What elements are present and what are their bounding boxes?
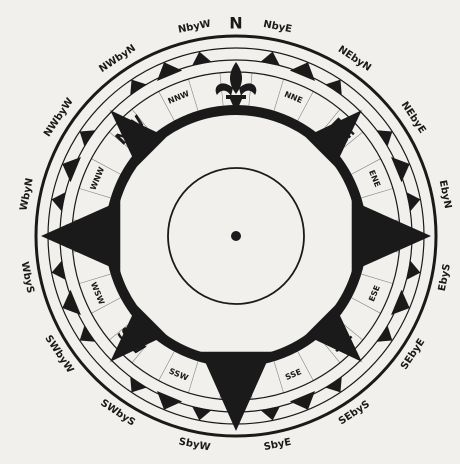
outer-label: WbyS (19, 261, 36, 294)
quarter-wind-point (192, 52, 211, 66)
outer-label: SbyW (178, 436, 211, 453)
quarter-wind-point (377, 325, 393, 341)
outer-label: SWbyW (42, 333, 75, 375)
quarter-wind-point (377, 130, 393, 146)
inner-ring-label: NNE (283, 90, 304, 106)
outer-label: NEbyN (336, 44, 373, 74)
quarter-wind-point (52, 192, 66, 211)
half-wind-point (391, 290, 410, 315)
quarter-wind-point (406, 192, 420, 211)
center-dot (231, 231, 241, 241)
half-wind-point (157, 391, 182, 410)
half-wind-point (62, 290, 81, 315)
quarter-wind-point (261, 406, 280, 420)
intercardinal-point (305, 110, 361, 166)
half-wind-point (290, 391, 315, 410)
outer-label: NWbyW (42, 96, 76, 139)
inner-ring-label: NNW (167, 89, 191, 106)
inner-ring-label: ESE (367, 284, 382, 303)
half-wind-point (290, 62, 315, 81)
quarter-wind-point (325, 80, 341, 96)
outer-label: NWbyN (97, 43, 138, 75)
quarter-wind-point (80, 130, 96, 146)
outer-label: NEbyE (399, 100, 428, 136)
quarter-wind-point (130, 377, 146, 393)
radial-line (361, 188, 393, 198)
quarter-wind-point (192, 406, 211, 420)
fleur-de-lis-icon (216, 62, 257, 108)
outer-label: SEbyS (337, 399, 372, 428)
quarter-wind-point (80, 325, 96, 341)
half-wind-point (391, 157, 410, 182)
outer-label: NbyE (262, 19, 293, 35)
quarter-wind-point (261, 52, 280, 66)
outer-label: N (229, 14, 242, 33)
radial-line (274, 79, 284, 111)
inner-ring-label: WNW (89, 165, 107, 191)
outer-label: EbyS (437, 263, 453, 292)
quarter-wind-point (52, 261, 66, 280)
outer-label: NbyW (177, 18, 212, 35)
quarter-wind-point (406, 261, 420, 280)
outer-label: EbyN (437, 179, 453, 209)
radial-line (274, 361, 284, 393)
cardinal-label: W (64, 224, 89, 248)
inner-ring-label: SSW (168, 367, 190, 383)
outer-label: SEbyE (399, 337, 427, 372)
quarter-wind-point (130, 80, 146, 96)
half-wind-point (157, 62, 182, 81)
quarter-wind-point (325, 377, 341, 393)
cardinal-label: E (384, 228, 409, 243)
half-wind-point (62, 157, 81, 182)
outer-label: SbyE (263, 437, 292, 453)
outer-label: WbyN (18, 177, 35, 212)
cardinal-label: S (228, 384, 244, 409)
outer-label: SWbyS (98, 398, 137, 429)
inner-ring-label: ENE (367, 169, 382, 189)
radial-line (188, 361, 198, 393)
radial-line (188, 79, 198, 111)
inner-ring-label: WSW (89, 281, 106, 306)
radial-line (361, 274, 393, 284)
inner-ring-label: SSE (284, 367, 303, 382)
